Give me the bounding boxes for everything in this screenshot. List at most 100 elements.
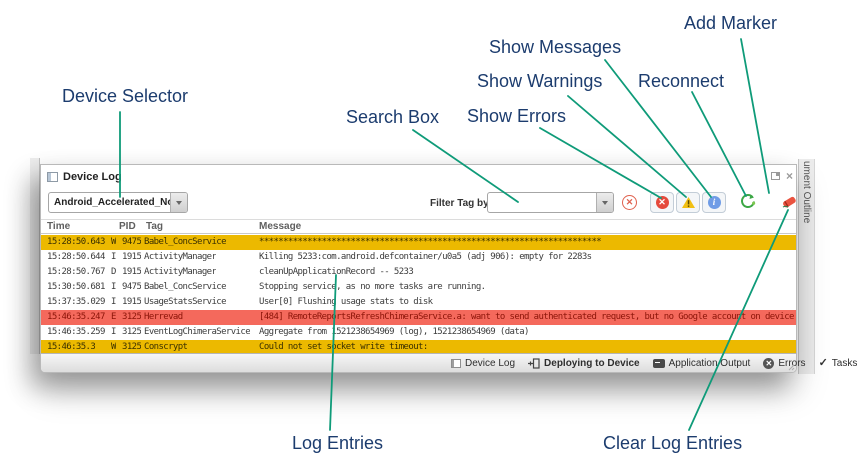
log-message: User[0] Flushing usage stats to disk <box>259 297 433 307</box>
log-tag: Babel_ConcService <box>144 237 226 247</box>
tab-label: Device Log <box>465 357 516 369</box>
tab-label: Errors <box>778 357 806 369</box>
log-time: 15:46:35.3 <box>47 342 96 352</box>
log-level: E <box>111 312 116 322</box>
resize-grip[interactable] <box>787 363 795 371</box>
search-input[interactable] <box>488 197 596 208</box>
output-icon <box>652 358 665 368</box>
log-time: 15:46:35.259 <box>47 327 105 337</box>
show-messages-toggle[interactable]: i <box>702 192 726 213</box>
log-tag: Conscrypt <box>144 342 188 352</box>
log-pid: 1915 <box>122 267 142 277</box>
annotation-clear-log-entries: Clear Log Entries <box>603 433 743 453</box>
clear-log-eraser-icon[interactable] <box>781 193 797 210</box>
log-time: 15:37:35.029 <box>47 297 105 307</box>
filter-tag-label: Filter Tag by: <box>430 198 493 209</box>
annotation-search-box: Search Box <box>346 107 440 127</box>
log-tag: UsageStatsService <box>144 297 226 307</box>
log-level: I <box>111 282 116 292</box>
log-message: [484] RemoteReportsRefreshChimeraService… <box>259 312 794 322</box>
statusbar-tab-device-log[interactable]: Device Log <box>451 358 515 369</box>
error-circle-icon: ✕ <box>763 357 775 369</box>
filter-dropdown-button[interactable] <box>596 193 613 212</box>
filter-combobox <box>487 192 614 213</box>
column-header-message[interactable]: Message <box>259 221 302 232</box>
ide-left-edge <box>30 158 40 354</box>
log-tag: Herrevad <box>144 312 183 322</box>
log-tag: ActivityManager <box>144 252 217 262</box>
panel-icon <box>451 358 461 368</box>
status-bar: Device Log Deploying to Device Applicati… <box>41 353 857 372</box>
info-circle-icon: i <box>707 196 721 209</box>
annotation-show-messages: Show Messages <box>489 37 622 57</box>
float-window-icon[interactable] <box>770 172 780 180</box>
annotation-log-entries: Log Entries <box>292 433 384 453</box>
log-time: 15:28:50.767 <box>47 267 105 277</box>
device-selector-value: Android_Accelerated_Nougat <box>54 197 170 208</box>
close-icon[interactable]: × <box>785 169 793 183</box>
statusbar-tab-errors[interactable]: ✕ Errors <box>763 357 806 369</box>
chevron-down-icon <box>176 200 182 205</box>
statusbar-tab-tasks[interactable]: ✓ Tasks <box>818 356 858 369</box>
log-message: Killing 5233:com.android.defcontainer/u0… <box>259 252 592 262</box>
statusbar-tab-deploying[interactable]: Deploying to Device <box>528 358 640 369</box>
show-errors-toggle[interactable]: ✕ <box>650 192 674 213</box>
column-header-tag[interactable]: Tag <box>146 221 164 232</box>
log-time: 15:28:50.643 <box>47 237 105 247</box>
log-tag: EventLogChimeraService <box>144 327 251 337</box>
log-message: Could not set socket write timeout: <box>259 342 428 352</box>
log-pid: 1915 <box>122 297 142 307</box>
annotation-show-errors: Show Errors <box>467 106 567 126</box>
column-header-time[interactable]: Time <box>47 221 71 232</box>
column-header-pid[interactable]: PID <box>119 221 136 232</box>
log-tag: Babel_ConcService <box>144 282 226 292</box>
log-level: D <box>111 267 116 277</box>
log-pid: 3125 <box>122 327 142 337</box>
log-message: Aggregate from 1521238654969 (log), 1521… <box>259 327 529 337</box>
clear-filter-icon[interactable]: ✕ <box>622 195 637 210</box>
log-pid: 3125 <box>122 312 142 322</box>
show-warnings-toggle[interactable] <box>676 192 700 213</box>
annotation-add-marker: Add Marker <box>684 13 778 33</box>
device-log-window: Device Log × Android_Accelerated_Nougat … <box>40 164 857 373</box>
window-titlebar: Device Log <box>47 171 122 183</box>
annotation-reconnect: Reconnect <box>638 71 725 91</box>
log-message: cleanUpApplicationRecord -- 5233 <box>259 267 414 277</box>
annotation-device-selector: Device Selector <box>62 86 189 106</box>
log-time: 15:30:50.681 <box>47 282 105 292</box>
log-table-header: Time PID Tag Message <box>41 219 796 234</box>
log-level: I <box>111 252 116 262</box>
tab-label: Deploying to Device <box>544 357 640 369</box>
statusbar-tab-application-output[interactable]: Application Output <box>652 357 751 369</box>
device-selector-combobox[interactable]: Android_Accelerated_Nougat <box>48 192 188 213</box>
log-level: W <box>111 342 116 352</box>
log-time: 15:28:50.644 <box>47 252 105 262</box>
tab-label: Tasks <box>831 357 858 369</box>
deploy-icon <box>528 357 540 369</box>
log-time: 15:46:35.247 <box>47 312 105 322</box>
panel-icon <box>47 172 58 182</box>
document-outline-label: ument Outline <box>801 161 812 224</box>
error-circle-icon: ✕ <box>655 196 669 209</box>
document-outline-strip[interactable]: ument Outline <box>798 159 815 374</box>
tab-label: Application Output <box>668 357 751 369</box>
log-tag: ActivityManager <box>144 267 217 277</box>
reconnect-icon[interactable] <box>740 193 756 210</box>
log-pid: 1915 <box>122 252 142 262</box>
check-icon: ✓ <box>818 356 828 369</box>
log-level: W <box>111 237 116 247</box>
window-title: Device Log <box>63 171 122 183</box>
log-pid: 9475 <box>122 237 142 247</box>
log-level: I <box>111 327 116 337</box>
device-selector-dropdown-button[interactable] <box>170 193 187 212</box>
